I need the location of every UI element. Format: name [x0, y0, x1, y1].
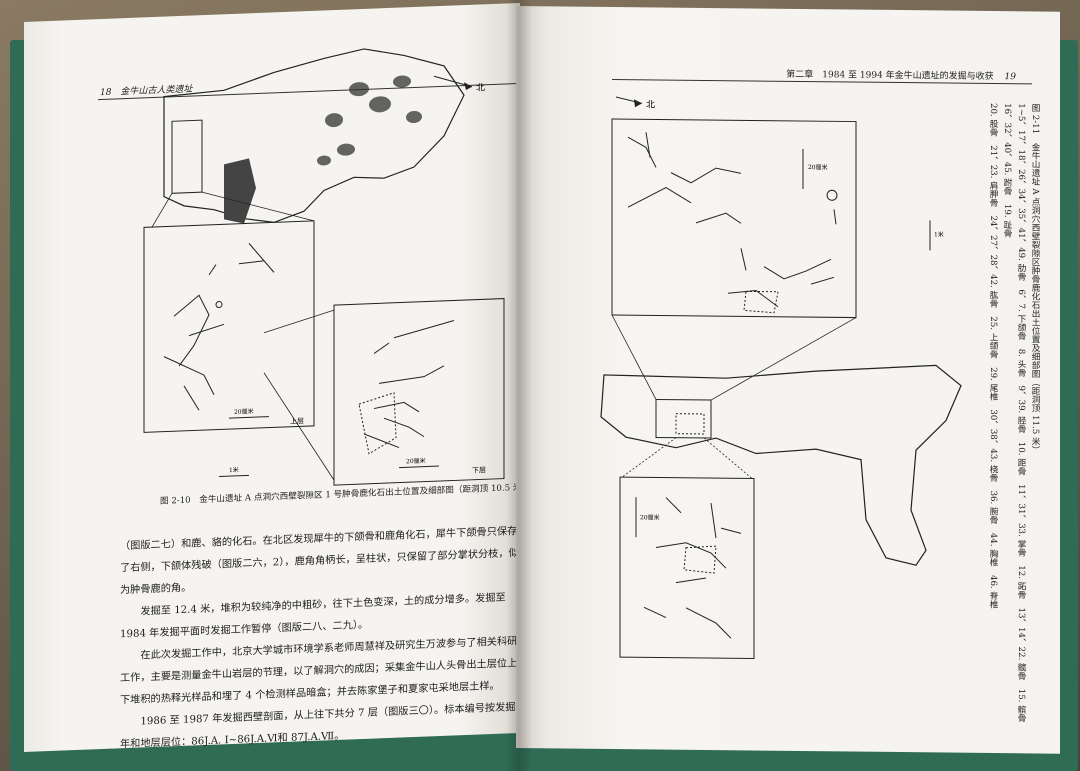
- lower-layer-bones: [363, 320, 455, 449]
- scale-bar-1m: 1米: [219, 466, 249, 478]
- north-arrow-right: 北: [615, 96, 655, 110]
- scale-bar-20cm-upper: 20厘米: [229, 407, 269, 419]
- scale-20cm-text: 20厘米: [234, 407, 254, 416]
- book-spine-shadow: [506, 0, 532, 771]
- cave-outline-right: [600, 364, 962, 566]
- hatched-area: [224, 158, 256, 224]
- upper-layer-bones: [163, 243, 275, 411]
- scale-bar-20cm-lower: 20厘米: [399, 457, 439, 469]
- scale-1m-right-text: 1米: [934, 230, 944, 238]
- upper-hatched: [743, 290, 779, 314]
- scale-20cm-top-text: 20厘米: [808, 163, 828, 171]
- cave-outline: [163, 48, 465, 224]
- lower-hatched: [358, 392, 397, 455]
- lower-hatched: [683, 545, 717, 574]
- inset-box-small: [171, 119, 203, 194]
- highlight-box: [655, 398, 712, 439]
- north-arrow: 北: [433, 75, 485, 94]
- figure-2-11: 北 20厘米: [600, 96, 962, 659]
- caption-line-3: 20. 股骨 21、23. 肩胛骨 24、27、28、42. 肱骨 25. 上颌…: [988, 102, 998, 609]
- figure-2-10: 北 20厘米 上层: [143, 48, 505, 486]
- upper-layer-label: 上层: [290, 416, 304, 426]
- upper-detail-panel: [611, 118, 857, 319]
- lower-layer-label: 下层: [472, 466, 486, 475]
- north-label-right: 北: [646, 99, 655, 110]
- rock-blocks: [317, 75, 422, 166]
- scale-1m-text: 1米: [229, 466, 239, 474]
- lower-detail-panel: [619, 476, 755, 659]
- scale-20cm-bottom-text: 20厘米: [640, 513, 660, 521]
- scale-20cm-bottom: 20厘米: [635, 497, 660, 538]
- right-page: 第二章 1984 至 1994 年金牛山遗址的发掘与收获 19 北: [516, 6, 1060, 754]
- caption-line-1: 图 2-11 金牛山遗址 A 点洞穴西壁裂隙区肿骨鹿化石出土位置及细部图（距洞顶…: [1030, 103, 1040, 455]
- upper-layer-panel: [143, 220, 315, 433]
- caption-line-2: 1~5、17、18、26、34、35、41、49. 肋骨 6、7. 下颌骨 8.…: [1002, 103, 1026, 732]
- scale-20cm-lower-text: 20厘米: [406, 457, 426, 466]
- lower-detail-bones: [643, 497, 742, 639]
- left-body-text: （图版二七）和鹿、貉的化石。在北区发现犀牛的下颌骨和鹿角化石，犀牛下颌骨只保存了…: [120, 521, 520, 756]
- scale-1m-right: 1米: [929, 220, 944, 251]
- left-page: 18 金牛山古人类遗址 北: [24, 2, 530, 752]
- upper-detail-bones: [627, 132, 838, 308]
- scale-20cm-top: 20厘米: [802, 149, 828, 190]
- north-label: 北: [476, 82, 485, 93]
- figure-2-11-caption: 图 2-11 金牛山遗址 A 点洞穴西壁裂隙区肿骨鹿化石出土位置及细部图（距洞顶…: [986, 103, 1042, 744]
- dashed-box: [675, 413, 705, 435]
- lower-layer-panel: [333, 298, 505, 486]
